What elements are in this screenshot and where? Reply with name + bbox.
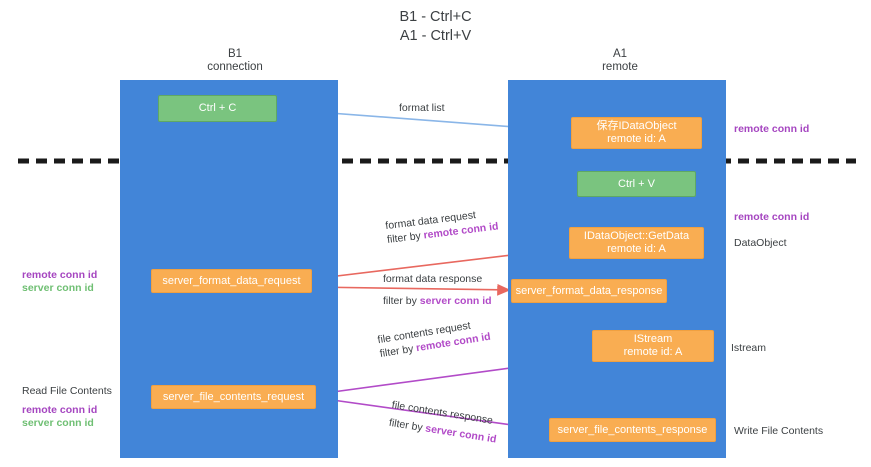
annotation-left-server-conn-id-bottom: server conn id bbox=[22, 417, 94, 429]
page-title: B1 - Ctrl+C A1 - Ctrl+V bbox=[399, 9, 472, 44]
lane-title-a1: A1 remote bbox=[602, 48, 638, 73]
node-server-file-contents-response[interactable]: server_file_contents_response bbox=[549, 418, 716, 442]
annotation-left-remote-conn-id-mid: remote conn id bbox=[22, 269, 98, 281]
node-ctrl-c[interactable]: Ctrl + C bbox=[158, 95, 277, 122]
edge-format-data-response bbox=[311, 283, 511, 296]
annotation-right-remote-conn-id-top: remote conn id bbox=[734, 123, 810, 135]
edge-label-format-data-response: format data response filter by server co… bbox=[383, 272, 492, 308]
edge-label-fdres-key: server conn id bbox=[419, 295, 492, 307]
node-istream[interactable]: IStream remote id: A bbox=[592, 330, 714, 362]
edge-label-fdres-prefix: filter by bbox=[383, 295, 420, 307]
annotation-right-dataobject: DataObject bbox=[734, 237, 787, 249]
edge-label-fcres-prefix: filter by bbox=[388, 416, 427, 435]
edge-label-format-data-request: format data request filter by remote con… bbox=[385, 206, 500, 247]
edge-label-format-list-text: format list bbox=[399, 102, 445, 114]
annotation-right-write-file-contents: Write File Contents bbox=[734, 425, 824, 437]
annotation-right-remote-conn-id-mid: remote conn id bbox=[734, 211, 810, 223]
edge-label-file-contents-request: file contents request filter by remote c… bbox=[377, 316, 492, 361]
annotation-left-remote-conn-id-bottom: remote conn id bbox=[22, 404, 98, 416]
node-server-file-contents-request[interactable]: server_file_contents_request bbox=[151, 385, 316, 409]
edge-label-fdres-line2: filter by server conn id bbox=[383, 294, 492, 308]
edge-label-fdreq-prefix: filter by bbox=[386, 229, 425, 247]
annotation-right-istream: Istream bbox=[731, 342, 767, 354]
annotation-left-read-file-contents: Read File Contents bbox=[22, 385, 112, 397]
annotation-left-server-conn-id-mid: server conn id bbox=[22, 282, 94, 294]
node-ctrl-v[interactable]: Ctrl + V bbox=[577, 171, 696, 197]
node-idataobject-getdata[interactable]: IDataObject::GetData remote id: A bbox=[569, 227, 704, 259]
node-idataobject[interactable]: 保存IDataObject remote id: A bbox=[571, 117, 702, 149]
node-server-format-data-response[interactable]: server_format_data_response bbox=[511, 279, 667, 303]
edge-label-format-list: format list bbox=[399, 101, 445, 115]
edge-label-fdres-line1: format data response bbox=[383, 273, 483, 285]
node-server-format-data-request[interactable]: server_format_data_request bbox=[151, 269, 312, 293]
edge-label-file-contents-response: file contents response filter by server … bbox=[388, 398, 500, 447]
lane-title-b1: B1 connection bbox=[207, 48, 263, 73]
